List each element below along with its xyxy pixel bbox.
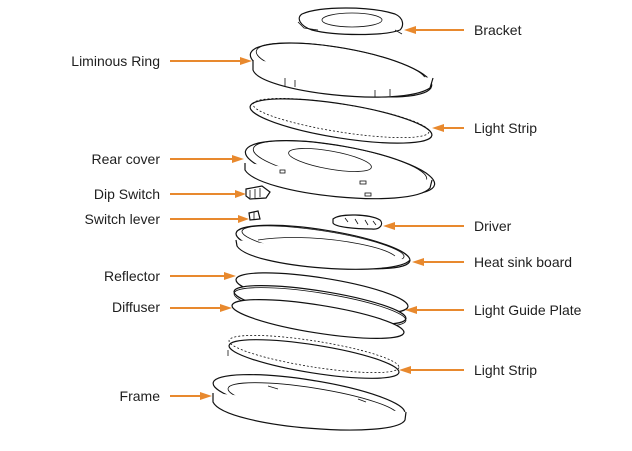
- label-bracket: Bracket: [474, 22, 522, 38]
- label-diffuser: Diffuser: [112, 299, 160, 315]
- label-frame: Frame: [119, 388, 160, 404]
- arrow-light-strip-top: [432, 124, 464, 132]
- arrow-driver: [383, 222, 464, 230]
- arrow-liminous-ring: [170, 57, 252, 65]
- arrow-heat-sink-board: [412, 258, 464, 266]
- light-strip-top-part: [249, 97, 433, 144]
- bracket-part: [297, 7, 404, 36]
- arrow-diffuser: [170, 304, 232, 312]
- liminous-ring-part: [249, 42, 434, 98]
- label-switch-lever: Switch lever: [84, 211, 160, 227]
- label-light-guide-plate: Light Guide Plate: [474, 302, 582, 318]
- arrow-switch-lever: [170, 215, 249, 223]
- label-heat-sink-board: Heat sink board: [474, 254, 573, 270]
- switch-lever-part: [248, 210, 261, 221]
- arrow-frame: [170, 392, 212, 400]
- frame-part: [212, 374, 407, 431]
- arrow-reflector: [170, 272, 236, 280]
- dip-switch-part: [245, 185, 271, 200]
- label-rear-cover: Rear cover: [91, 151, 160, 167]
- label-reflector: Reflector: [103, 268, 160, 284]
- label-dip-switch: Dip Switch: [93, 186, 160, 202]
- label-light-strip-top: Light Strip: [474, 120, 538, 136]
- label-light-strip-bottom: Light Strip: [474, 362, 538, 378]
- arrow-dip-switch: [170, 190, 246, 198]
- arrow-light-guide-plate: [405, 306, 464, 314]
- rear-cover-part: [244, 140, 436, 200]
- light-strip-bottom-part: [227, 335, 400, 379]
- label-liminous-ring: Liminous Ring: [71, 53, 160, 69]
- heat-sink-board-part: [235, 224, 411, 270]
- arrow-light-strip-bottom: [399, 366, 464, 374]
- arrow-rear-cover: [170, 155, 244, 163]
- diffuser-part: [231, 298, 405, 340]
- driver-part: [332, 214, 383, 230]
- label-driver: Driver: [474, 218, 512, 234]
- arrow-bracket: [404, 26, 464, 34]
